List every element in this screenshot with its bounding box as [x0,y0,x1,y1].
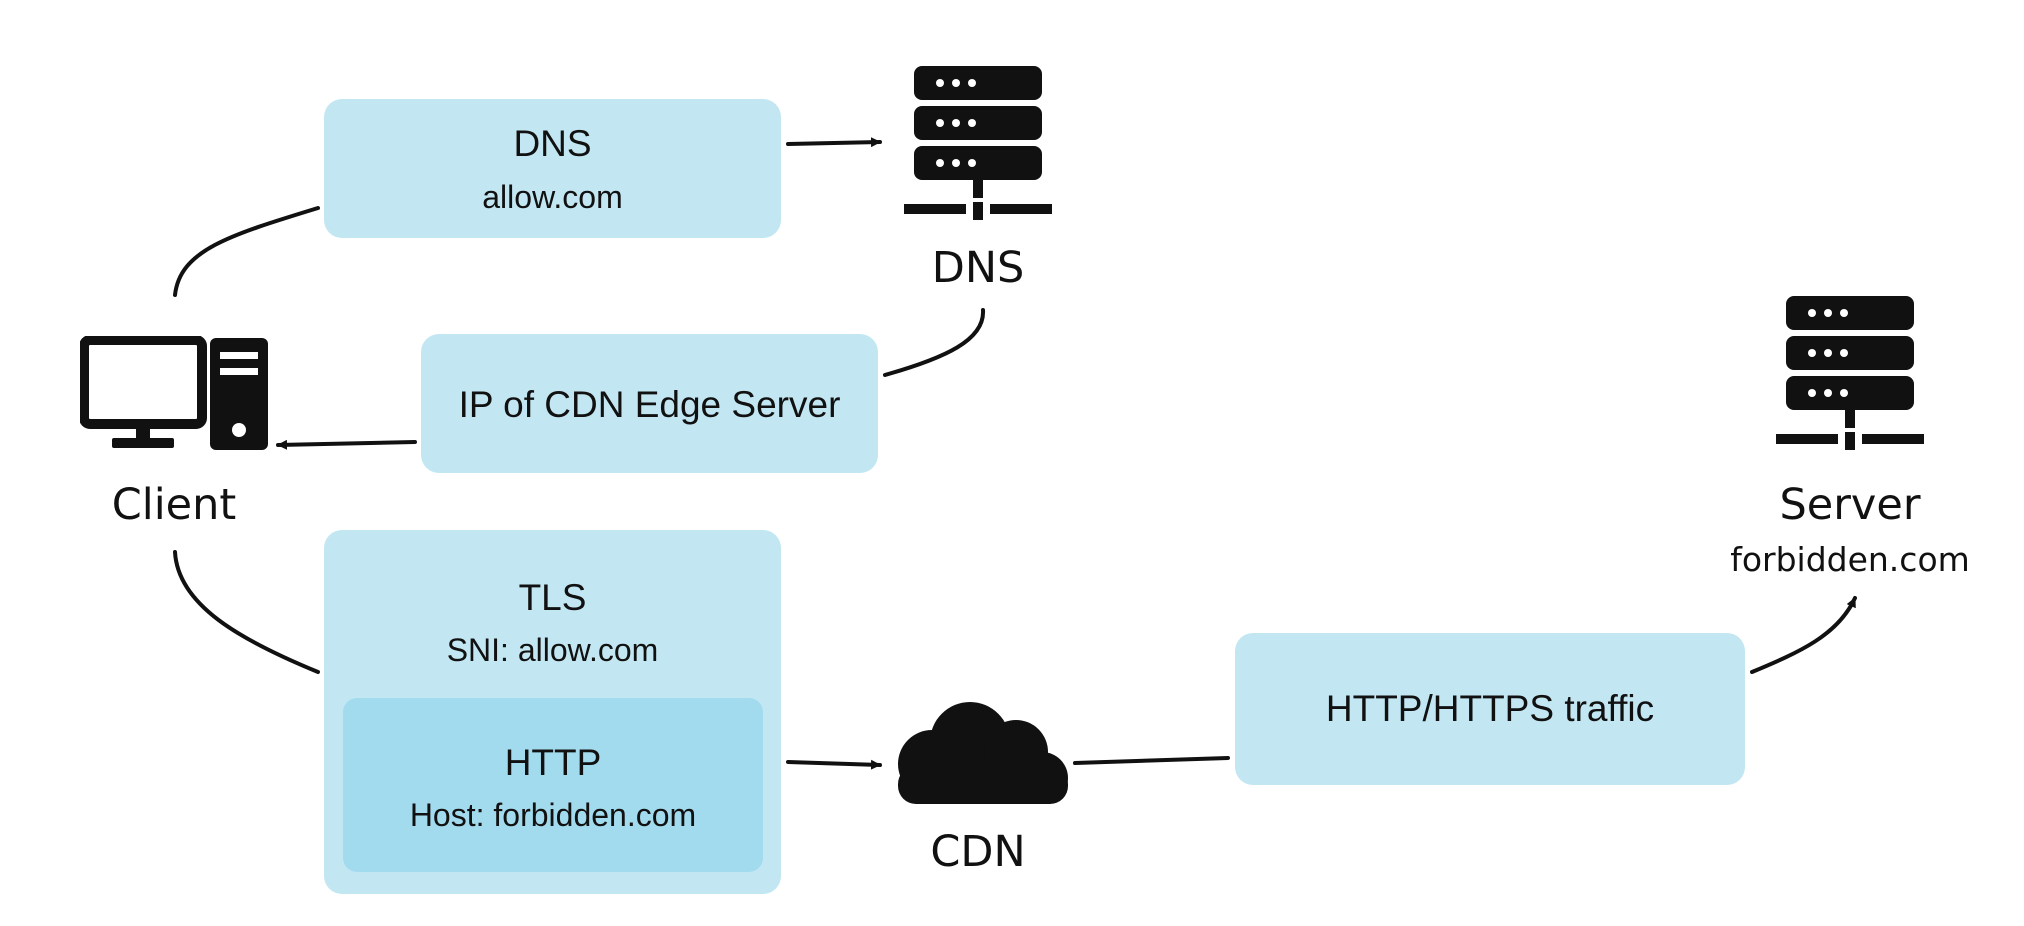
connector-client-to-dns-box [173,206,320,297]
cdn-label: CDN [930,827,1026,877]
http-subtitle: Host: forbidden.com [409,797,697,833]
dns-query-box: DNS allow.com [324,99,781,238]
server-rack-icon [1776,296,1924,450]
arrow-to-dns-server [786,137,882,148]
dns-response-box: IP of CDN Edge Server [421,334,878,473]
desktop-computer-icon [80,336,268,450]
connector-cdn-to-traffic-box [1073,756,1230,765]
dns-server-label: DNS [931,243,1025,293]
dns-query-title: DNS [513,123,592,164]
dns-response-title: IP of CDN Edge Server [458,384,841,425]
tls-subtitle: SNI: allow.com [446,632,659,668]
connector-dns-server-to-response [883,308,986,377]
http-box: HTTP Host: forbidden.com [343,698,763,872]
tls-box: TLS SNI: allow.com HTTP Host: forbidden.… [324,530,781,894]
http-title: HTTP [504,742,602,783]
dns-query-subtitle: allow.com [482,179,623,215]
arrow-to-server [1750,596,1857,674]
server-domain-label: forbidden.com [1730,540,1970,579]
traffic-title: HTTP/HTTPS traffic [1325,688,1655,729]
arrow-to-client [276,439,417,450]
arrow-to-cdn [786,759,882,770]
server-label: Server [1779,480,1921,530]
client-label: Client [111,480,237,530]
traffic-box: HTTP/HTTPS traffic [1235,633,1745,785]
server-rack-icon [904,66,1052,220]
cloud-icon [898,702,1068,804]
tls-title: TLS [518,577,587,618]
connector-client-to-tls-box [173,550,320,674]
